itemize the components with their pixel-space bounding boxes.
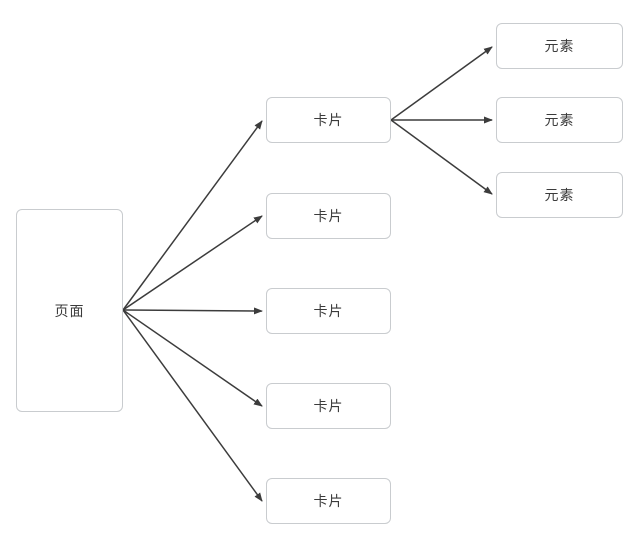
edge-page-card-5 — [122, 309, 263, 502]
node-card-3[interactable]: 卡片 — [266, 288, 391, 334]
node-card-label: 卡片 — [313, 493, 344, 509]
node-element-3[interactable]: 元素 — [496, 172, 623, 218]
edge-card-1-element-3 — [390, 119, 493, 195]
node-card-label: 卡片 — [313, 398, 344, 414]
node-element-1[interactable]: 元素 — [496, 23, 623, 69]
node-element-label: 元素 — [544, 38, 575, 54]
node-card-5[interactable]: 卡片 — [266, 478, 391, 524]
node-element-2[interactable]: 元素 — [496, 97, 623, 143]
node-element-label: 元素 — [544, 187, 575, 203]
edge-page-card-1 — [122, 120, 263, 311]
node-card-4[interactable]: 卡片 — [266, 383, 391, 429]
node-element-label: 元素 — [544, 112, 575, 128]
node-card-label: 卡片 — [313, 112, 344, 128]
edge-page-card-3 — [122, 307, 263, 315]
node-page-label: 页面 — [54, 302, 85, 319]
node-page[interactable]: 页面 — [16, 209, 123, 412]
node-card-label: 卡片 — [313, 303, 344, 319]
edge-card-1-element-1 — [390, 46, 493, 121]
edge-page-card-4 — [122, 309, 263, 407]
node-card-2[interactable]: 卡片 — [266, 193, 391, 239]
node-card-label: 卡片 — [313, 208, 344, 224]
node-card-1[interactable]: 卡片 — [266, 97, 391, 143]
edge-page-card-2 — [122, 215, 263, 311]
